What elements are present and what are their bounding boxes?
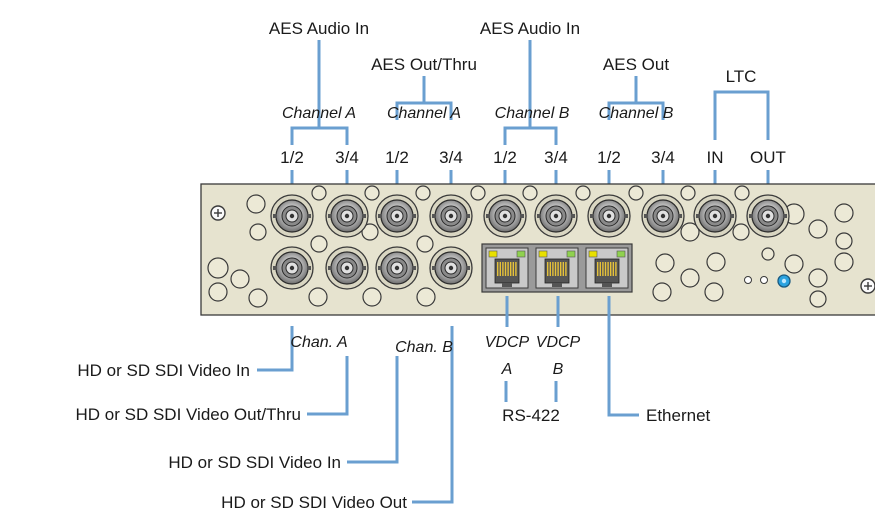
port-label: 1/2 — [385, 148, 409, 167]
port-label-ltc-in: IN — [707, 148, 724, 167]
bnc-connector — [746, 194, 790, 238]
bnc-connector — [325, 194, 369, 238]
chan-a-label: Chan. A — [290, 334, 347, 351]
ethernet-label: Ethernet — [646, 406, 711, 425]
port-label-ltc-out: OUT — [750, 148, 786, 167]
sdi-video-in-label-2: HD or SD SDI Video In — [168, 453, 341, 472]
port-label: 3/4 — [651, 148, 675, 167]
bottom-labels: Chan. A Chan. B VDCP VDCP A B RS-422 Eth… — [76, 334, 711, 511]
rj45-block — [481, 243, 633, 293]
channel-label-1: Channel A — [282, 105, 356, 122]
aes-out-thru-label: AES Out/Thru — [371, 55, 477, 74]
vent-holes — [207, 185, 854, 308]
vdcp-a-label: VDCP — [485, 334, 530, 351]
rj45-port — [485, 247, 529, 289]
sdi-video-in-label-1: HD or SD SDI Video In — [77, 361, 250, 380]
aes-audio-in-label-1: AES Audio In — [269, 19, 369, 38]
bnc-connectors — [270, 194, 790, 290]
bnc-connector — [587, 194, 631, 238]
bnc-connector — [375, 246, 419, 290]
bnc-connector — [270, 246, 314, 290]
bnc-connector — [429, 194, 473, 238]
sdi-video-out-label: HD or SD SDI Video Out — [221, 493, 407, 511]
ltc-label: LTC — [726, 67, 757, 86]
channel-label-4: Channel B — [599, 105, 674, 122]
bnc-connector — [641, 194, 685, 238]
port-label: 3/4 — [544, 148, 568, 167]
bottom-callout-lines — [257, 296, 639, 504]
bnc-connector — [693, 194, 737, 238]
rj45-port — [535, 247, 579, 289]
port-label: 3/4 — [335, 148, 359, 167]
top-labels: AES Audio In AES Out/Thru AES Audio In A… — [269, 19, 786, 167]
port-label: 1/2 — [280, 148, 304, 167]
bnc-connector — [270, 194, 314, 238]
aes-out-label: AES Out — [603, 55, 669, 74]
bnc-connector — [534, 194, 578, 238]
bnc-connector — [325, 246, 369, 290]
bnc-connector — [375, 194, 419, 238]
vdcp-b-letter: B — [553, 361, 564, 378]
mounting-screw-left — [210, 205, 226, 221]
sdi-video-out-thru-label: HD or SD SDI Video Out/Thru — [76, 405, 302, 424]
channel-label-3: Channel B — [495, 105, 570, 122]
port-label: 3/4 — [439, 148, 463, 167]
chan-b-label: Chan. B — [395, 339, 453, 356]
status-leds — [744, 274, 791, 288]
vdcp-b-label: VDCP — [536, 334, 581, 351]
rj45-port — [585, 247, 629, 289]
mounting-screw-right — [860, 278, 875, 294]
port-label: 1/2 — [597, 148, 621, 167]
port-label: 1/2 — [493, 148, 517, 167]
aes-audio-in-label-2: AES Audio In — [480, 19, 580, 38]
bnc-connector — [429, 246, 473, 290]
bnc-connector — [483, 194, 527, 238]
rs422-label: RS-422 — [502, 406, 560, 425]
vdcp-a-letter: A — [501, 361, 513, 378]
channel-label-2: Channel A — [387, 105, 461, 122]
